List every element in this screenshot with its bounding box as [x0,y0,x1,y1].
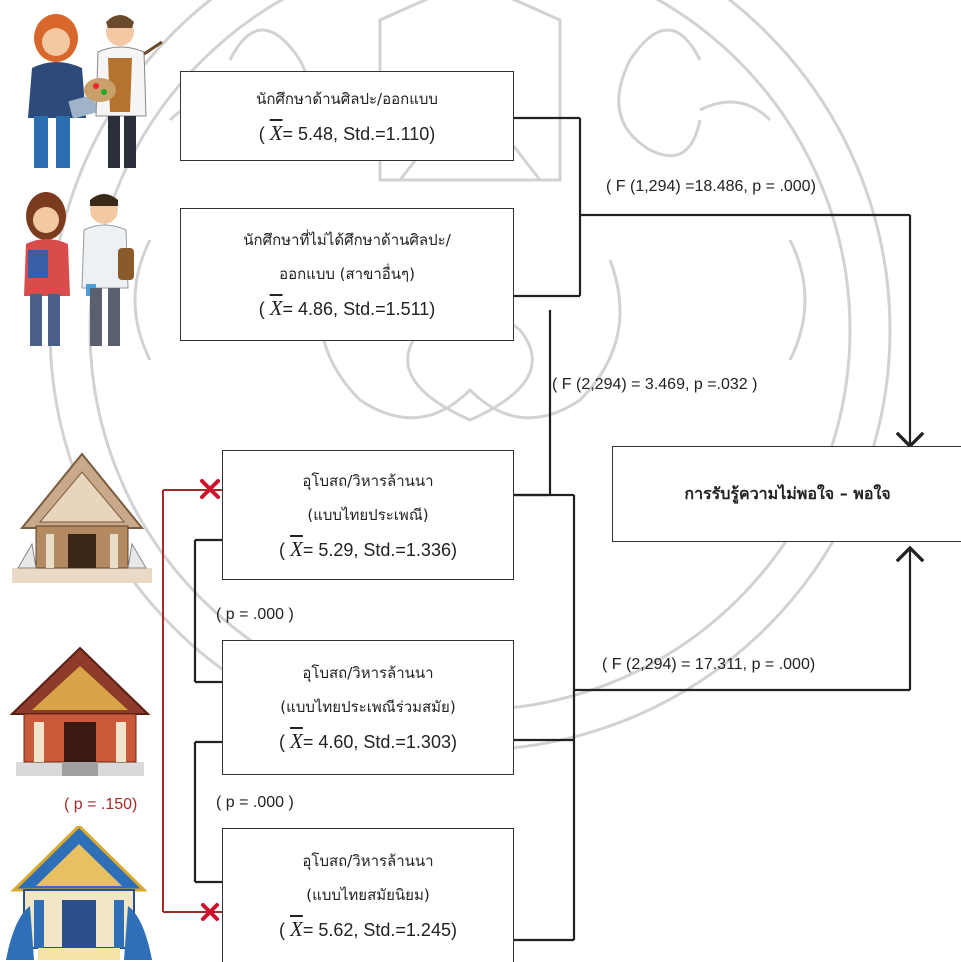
modern-label-1: อุโบสถ/วิหารล้านนา [302,852,434,870]
contemporary-stat: ( X= 4.60, Std.=1.303) [279,729,457,753]
traditional-stat: ( X= 5.29, Std.=1.336) [279,536,457,561]
traditional-label-2: (แบบไทยประเพณี) [307,505,429,524]
f-interaction-label: ( F (2,294) = 3.469, p =.032 ) [552,376,758,393]
f-building-label: ( F (2,294) = 17.311, p = .000) [602,656,816,673]
result-label: การรับรู้ความไม่พอใจ – พอใจ [684,484,891,503]
result-box: การรับรู้ความไม่พอใจ – พอใจ [612,446,961,542]
f-student-label: ( F (1,294) =18.486, p = .000) [606,178,816,195]
non-art-students-label-2: ออกแบบ (สาขาอื่นๆ) [279,265,415,283]
contemporary-temple-box: อุโบสถ/วิหารล้านนา (แบบไทยประเพณีร่วมสมั… [222,640,514,775]
non-art-students-label-1: นักศึกษาที่ไม่ได้ศึกษาด้านศิลปะ/ [243,231,451,249]
contemporary-label-2: (แบบไทยประเพณีร่วมสมัย) [280,698,456,716]
art-students-stat: ( X= 5.48, Std.=1.110) [258,120,436,145]
modern-temple-box: อุโบสถ/วิหารล้านนา (แบบไทยสมัยนิยม) ( X=… [222,828,514,962]
students-illustration [24,192,134,346]
lanna-contemporary-temple-illustration [9,646,151,776]
non-art-students-stat: ( X= 4.86, Std.=1.511) [258,296,436,320]
p-trad-mod-label: ( p = .150) [64,796,138,813]
art-students-label: นักศึกษาด้านศิลปะ/ออกแบบ [256,89,438,108]
art-students-illustration [28,14,163,168]
p-trad-cont-label: ( p = .000 ) [216,606,294,623]
p-cont-mod-label: ( p = .000 ) [216,794,294,811]
non-art-students-box: นักศึกษาที่ไม่ได้ศึกษาด้านศิลปะ/ ออกแบบ … [180,208,514,341]
art-students-box: นักศึกษาด้านศิลปะ/ออกแบบ ( X= 5.48, Std.… [180,71,514,161]
modern-stat: ( X= 5.62, Std.=1.245) [279,917,457,941]
traditional-temple-box: อุโบสถ/วิหารล้านนา (แบบไทยประเพณี) ( X= … [222,450,514,580]
traditional-label-1: อุโบสถ/วิหารล้านนา [302,471,434,490]
contemporary-label-1: อุโบสถ/วิหารล้านนา [302,664,434,682]
modern-label-2: (แบบไทยสมัยนิยม) [306,886,430,904]
lanna-traditional-temple-illustration [12,452,152,583]
lanna-modern-temple-illustration [6,826,152,960]
